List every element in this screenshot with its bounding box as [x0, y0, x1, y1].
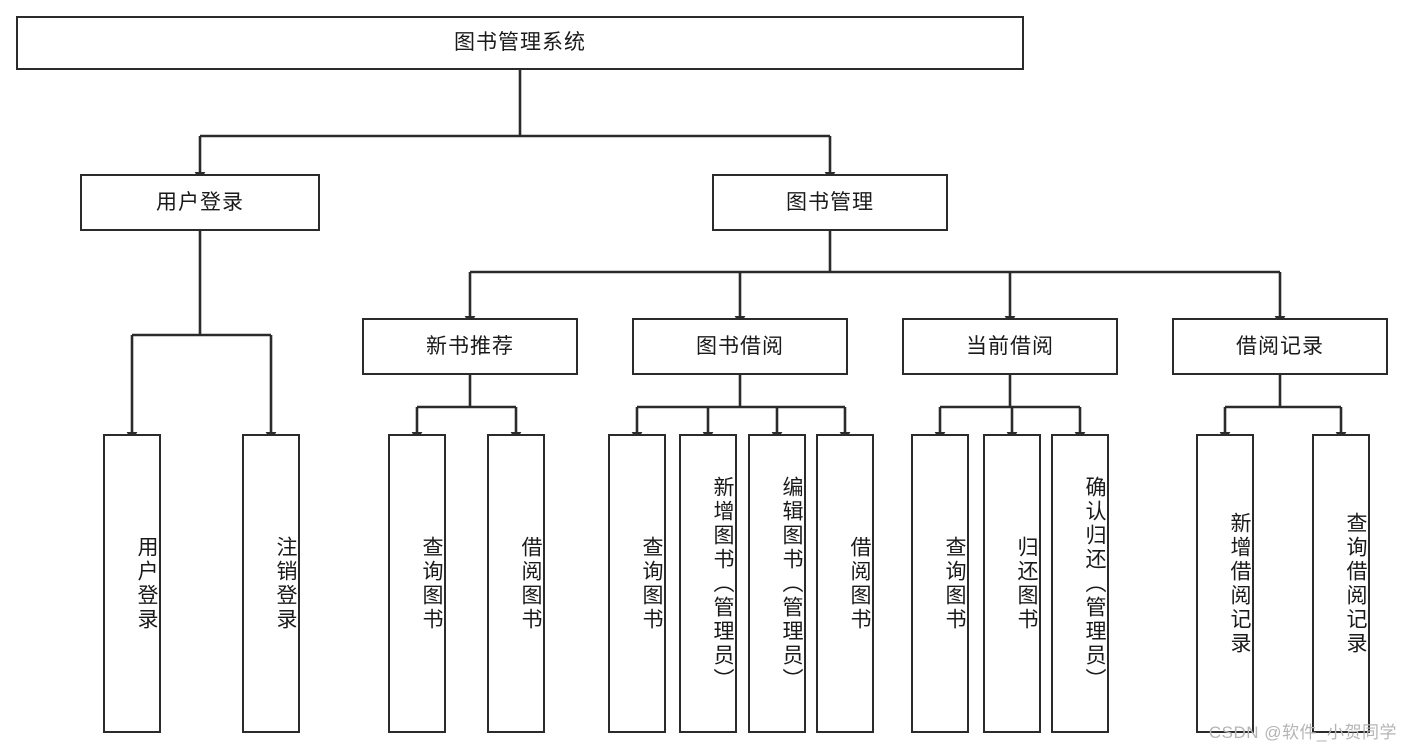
leaf-user-login-label: 用户登录	[135, 535, 158, 632]
leaf-borrow-book-2-label: 借阅图书	[848, 535, 871, 632]
node-root-label: 图书管理系统	[454, 31, 586, 55]
node-current-borrow[interactable]: 当前借阅	[902, 318, 1118, 375]
watermark: CSDN @软件_小贺同学	[1208, 723, 1397, 742]
node-new-book-recommend[interactable]: 新书推荐	[362, 318, 578, 375]
leaf-add-borrow-record-label: 新增借阅记录	[1228, 511, 1251, 656]
leaf-query-book-2-label: 查询图书	[640, 535, 663, 632]
node-borrow-record[interactable]: 借阅记录	[1172, 318, 1388, 375]
node-current-borrow-label: 当前借阅	[966, 334, 1054, 358]
node-user-login[interactable]: 用户登录	[80, 174, 320, 231]
node-user-login-label: 用户登录	[156, 190, 244, 214]
leaf-query-book-2[interactable]: 查询图书	[608, 434, 666, 733]
node-borrow-record-label: 借阅记录	[1236, 334, 1324, 358]
leaf-add-book-label: 新增图书（管理员）	[711, 475, 734, 692]
leaf-add-borrow-record[interactable]: 新增借阅记录	[1196, 434, 1254, 733]
leaf-add-book[interactable]: 新增图书（管理员）	[679, 434, 737, 733]
leaf-query-book-1-label: 查询图书	[420, 535, 443, 632]
leaf-query-book-1[interactable]: 查询图书	[388, 434, 446, 733]
leaf-borrow-book-1-label: 借阅图书	[519, 535, 542, 632]
leaf-return-book[interactable]: 归还图书	[983, 434, 1041, 733]
leaf-borrow-book-1[interactable]: 借阅图书	[487, 434, 545, 733]
leaf-edit-book-label: 编辑图书（管理员）	[780, 475, 803, 692]
leaf-user-login[interactable]: 用户登录	[103, 434, 161, 733]
leaf-query-borrow-record-label: 查询借阅记录	[1344, 511, 1367, 656]
leaf-edit-book[interactable]: 编辑图书（管理员）	[748, 434, 806, 733]
leaf-confirm-return[interactable]: 确认归还（管理员）	[1051, 434, 1109, 733]
node-new-book-recommend-label: 新书推荐	[426, 334, 514, 358]
node-book-manage-label: 图书管理	[786, 190, 874, 214]
leaf-query-book-3-label: 查询图书	[943, 535, 966, 632]
leaf-query-borrow-record[interactable]: 查询借阅记录	[1312, 434, 1370, 733]
leaf-borrow-book-2[interactable]: 借阅图书	[816, 434, 874, 733]
node-book-manage[interactable]: 图书管理	[712, 174, 948, 231]
leaf-logout[interactable]: 注销登录	[242, 434, 300, 733]
node-book-borrow-label: 图书借阅	[696, 334, 784, 358]
leaf-return-book-label: 归还图书	[1015, 535, 1038, 632]
leaf-confirm-return-label: 确认归还（管理员）	[1083, 475, 1106, 692]
node-book-borrow[interactable]: 图书借阅	[632, 318, 848, 375]
leaf-query-book-3[interactable]: 查询图书	[911, 434, 969, 733]
node-root[interactable]: 图书管理系统	[16, 16, 1024, 70]
leaf-logout-label: 注销登录	[274, 535, 297, 632]
